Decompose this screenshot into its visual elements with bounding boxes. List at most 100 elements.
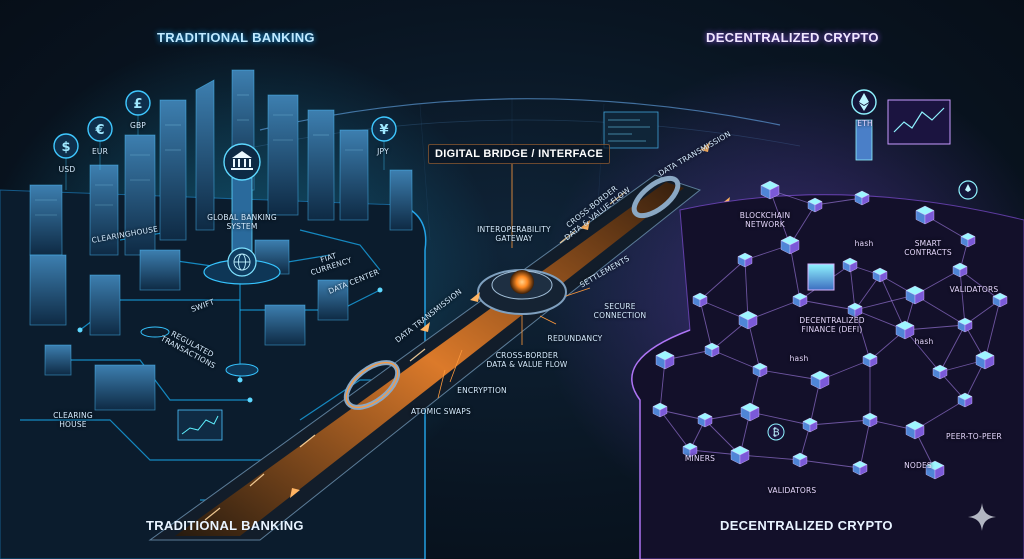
blockchain-block xyxy=(738,310,758,330)
bank-icon xyxy=(231,151,253,170)
heading-decentralized-crypto-bottom: DECENTRALIZED CRYPTO xyxy=(720,518,893,533)
blockchain-block xyxy=(872,267,888,283)
network-edge xyxy=(904,324,966,331)
label-defi: DECENTRALIZED FINANCE (DeFi) xyxy=(799,316,865,334)
network-edge xyxy=(849,264,856,311)
network-edge xyxy=(769,189,791,246)
label-hash-1: hash xyxy=(854,239,874,248)
label-nodes: NODES xyxy=(904,461,932,470)
label-interoperability-gateway: INTEROPERABILITY GATEWAY xyxy=(477,225,551,243)
jpy-symbol: ¥ xyxy=(379,123,388,138)
blockchain-block xyxy=(692,292,708,308)
blockchain-block xyxy=(975,350,995,370)
label-redundancy: REDUNDANCY xyxy=(547,334,603,343)
network-edge xyxy=(859,419,871,469)
blockchain-block xyxy=(932,364,948,380)
blockchain-block xyxy=(852,460,868,476)
label-hash-2: hash xyxy=(789,354,809,363)
network-edge xyxy=(659,409,706,421)
network-edge xyxy=(984,299,1001,361)
network-edge xyxy=(809,419,871,426)
label-validators-bottom: VALIDATORS xyxy=(767,486,817,495)
heading-traditional-banking-bottom: TRADITIONAL BANKING xyxy=(146,518,304,533)
label-hash-3: hash xyxy=(914,337,934,346)
label-clearing-house: CLEARING HOUSE xyxy=(53,411,93,429)
label-validators-right: VALIDATORS xyxy=(949,285,999,294)
network-edge xyxy=(959,269,966,326)
blockchain-block xyxy=(652,402,668,418)
blockchain-block xyxy=(960,232,976,248)
label-atomic-swaps: ATOMIC SWAPS xyxy=(411,407,471,416)
blockchain-block xyxy=(810,370,830,390)
blockchain-block xyxy=(862,352,878,368)
blockchain-block xyxy=(915,205,935,225)
blockchain-block xyxy=(737,252,753,268)
blockchain-block xyxy=(802,417,818,433)
label-smart-contracts: SMART CONTRACTS xyxy=(904,239,952,257)
crypto-platform: ₿ xyxy=(603,89,1024,559)
globe-icon xyxy=(233,253,251,271)
heading-decentralized-crypto-top: DECENTRALIZED CRYPTO xyxy=(706,30,879,45)
network-edge xyxy=(879,274,906,331)
network-edge xyxy=(789,244,801,301)
blockchain-block xyxy=(760,180,780,200)
blockchain-block xyxy=(740,402,760,422)
label-miners: MINERS xyxy=(684,454,716,463)
heading-digital-bridge: DIGITAL BRIDGE / INTERFACE xyxy=(428,144,611,164)
network-edge xyxy=(814,197,863,206)
blockchain-block xyxy=(925,460,945,480)
network-edge xyxy=(659,409,691,451)
network-edge xyxy=(799,299,856,311)
network-edge xyxy=(759,369,821,381)
label-usd: USD xyxy=(58,165,76,174)
label-peer-to-peer: PEER-TO-PEER xyxy=(946,432,1002,441)
blockchain-block xyxy=(752,362,768,378)
blockchain-block xyxy=(704,342,720,358)
network-edge xyxy=(739,454,801,461)
network-edge xyxy=(711,349,761,371)
blockchain-block xyxy=(682,442,698,458)
label-blockchain-network: BLOCKCHAIN NETWORK xyxy=(739,211,791,229)
digital-bridge xyxy=(148,142,730,541)
blockchain-block xyxy=(842,257,858,273)
network-edge xyxy=(939,324,966,373)
label-jpy: JPY xyxy=(377,147,389,156)
network-edge xyxy=(904,329,941,373)
blockchain-block xyxy=(952,262,968,278)
label-secure-connection: SECURE CONNECTION xyxy=(593,302,647,320)
label-eth: ETH xyxy=(857,119,873,128)
label-encryption: ENCRYPTION xyxy=(457,386,507,395)
label-global-banking-system: GLOBAL BANKING SYSTEM xyxy=(207,213,277,231)
blockchain-block xyxy=(792,292,808,308)
eur-symbol: € xyxy=(94,123,104,138)
heading-traditional-banking-top: TRADITIONAL BANKING xyxy=(157,30,315,45)
sparkle-icon xyxy=(968,503,996,531)
blockchain-block xyxy=(854,190,870,206)
blockchain-block xyxy=(957,317,973,333)
blockchain-block xyxy=(847,302,863,318)
blockchain-block xyxy=(792,452,808,468)
label-eur: EUR xyxy=(91,147,109,156)
network-edge xyxy=(799,459,861,469)
blockchain-block xyxy=(862,412,878,428)
network-edge xyxy=(749,411,811,426)
network-edge xyxy=(699,259,746,301)
bitcoin-icon: ₿ xyxy=(772,427,779,439)
network-edge xyxy=(747,319,761,371)
blockchain-block xyxy=(905,420,925,440)
network-edge xyxy=(854,294,916,311)
blockchain-block xyxy=(697,412,713,428)
network-edge xyxy=(699,299,713,351)
blockchain-block xyxy=(957,392,973,408)
blockchain-block xyxy=(730,445,750,465)
blockchain-block xyxy=(807,197,823,213)
blockchain-block xyxy=(895,320,915,340)
label-gbp: GBP xyxy=(129,121,147,130)
blockchain-block xyxy=(655,350,675,370)
label-cross-border-lower: CROSS-BORDER DATA & VALUE FLOW xyxy=(486,351,568,369)
network-edge xyxy=(854,309,871,361)
blockchain-block xyxy=(992,292,1008,308)
ethereum-icon xyxy=(859,93,869,111)
usd-symbol: $ xyxy=(61,140,70,155)
